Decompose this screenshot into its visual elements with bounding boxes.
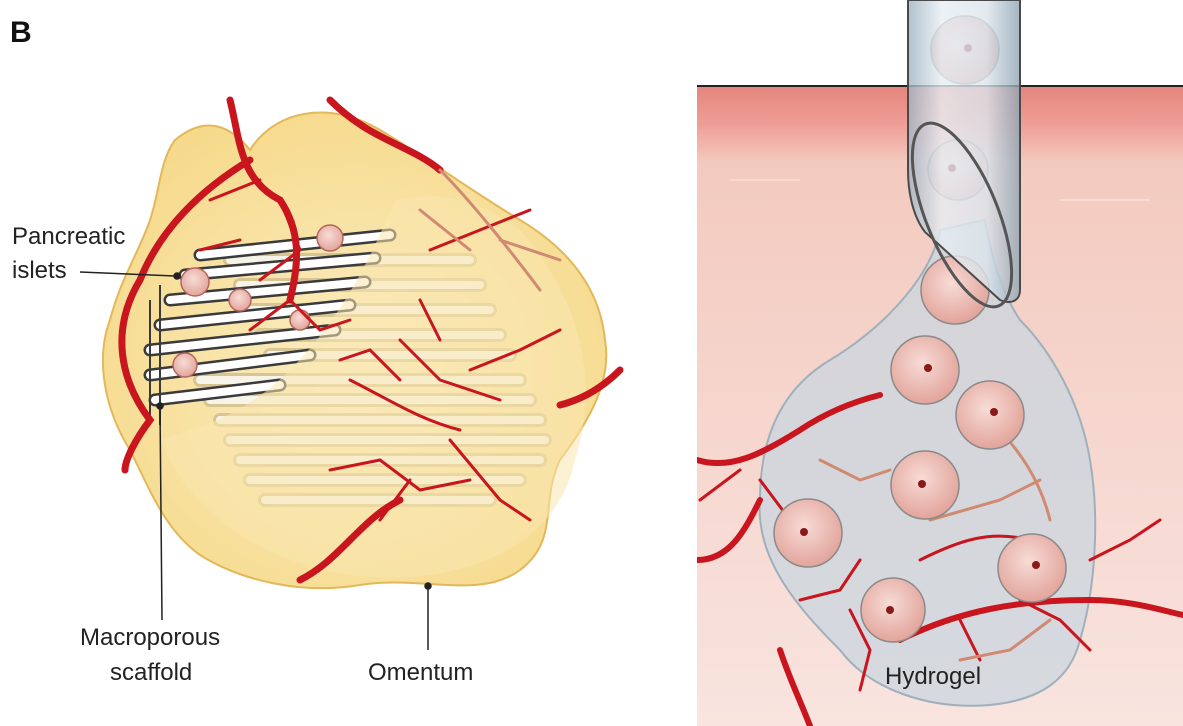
label-hydrogel: Hydrogel [885,663,981,690]
label-macroporous-scaffold-2: scaffold [110,659,192,686]
hydrogel-injection-illustration: Hydrogel [697,0,1183,726]
label-pancreatic-islets-1: Pancreatic [12,223,125,250]
label-macroporous-scaffold-1: Macroporous [80,624,220,651]
label-omentum: Omentum [368,659,473,686]
label-pancreatic-islets-2: islets [12,257,67,284]
panel-letter: B [10,16,32,49]
omentum-illustration: Pancreatic islets Macroporous scaffold O… [12,100,620,686]
